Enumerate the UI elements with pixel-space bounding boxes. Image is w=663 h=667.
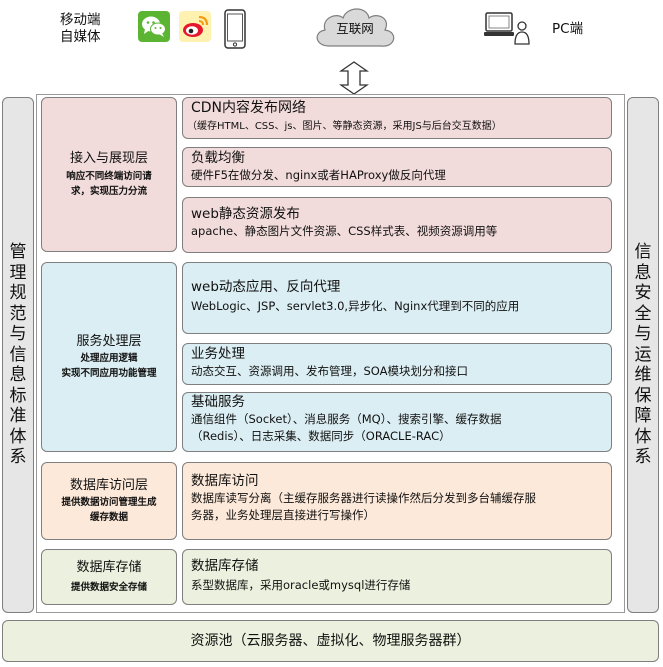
left-pillar-char: 息 bbox=[9, 365, 27, 386]
left-pillar-char: 信 bbox=[9, 344, 27, 365]
resource-pool-label: 资源池（云服务器、虚拟化、物理服务器群） bbox=[190, 632, 471, 649]
detail-title: CDN内容发布网络 bbox=[191, 100, 307, 116]
layer-desc: 提供数据访问管理生成 bbox=[61, 497, 157, 508]
left-pillar-char: 规 bbox=[9, 283, 27, 304]
layer-access-presentation: 接入与展现层 响应不同终端访问请 求，实现压力分流 bbox=[41, 97, 177, 252]
right-pillar-char: 运 bbox=[634, 344, 652, 365]
mobile-label: 移动端 自媒体 bbox=[60, 12, 120, 46]
right-pillar-char: 体 bbox=[634, 426, 652, 447]
layer-title: 数据库访问层 bbox=[69, 478, 148, 493]
left-pillar-char: 理 bbox=[9, 262, 27, 283]
right-pillar-char: 系 bbox=[634, 447, 652, 468]
left-pillar-char: 范 bbox=[9, 303, 27, 324]
header: 移动端 自媒体 bbox=[0, 0, 663, 60]
right-pillar-char: 障 bbox=[634, 406, 652, 427]
layer-desc: 缓存数据 bbox=[89, 512, 128, 523]
layer-title: 服务处理层 bbox=[76, 334, 142, 349]
layer-service-processing: 服务处理层 处理应用逻辑 实现不同应用功能管理 bbox=[41, 262, 177, 452]
detail-base-services: 基础服务 通信组件（Socket）、消息服务（MQ）、搜索引擎、缓存数据 （Re… bbox=[182, 392, 612, 452]
right-pillar-char: 保 bbox=[634, 385, 652, 406]
left-pillar-char: 准 bbox=[9, 406, 27, 427]
detail-title: 负载均衡 bbox=[191, 150, 245, 166]
right-pillar-security-ops: 信 息 安 全 与 运 维 保 障 体 系 bbox=[627, 97, 659, 613]
right-pillar-char: 息 bbox=[634, 262, 652, 283]
layer-database-storage: 数据库存储 提供数据安全存储 bbox=[41, 549, 177, 605]
wechat-icon bbox=[138, 11, 170, 42]
layer-desc: 求，实现压力分流 bbox=[70, 186, 147, 197]
layer-desc: 响应不同终端访问请 bbox=[66, 171, 152, 182]
right-pillar-char: 信 bbox=[634, 242, 652, 263]
center-frame bbox=[36, 94, 625, 613]
detail-desc: 务器，业务处理层直接进行写操作） bbox=[191, 508, 375, 522]
right-pillar-char: 安 bbox=[634, 283, 652, 304]
double-arrow-icon bbox=[338, 61, 370, 95]
detail-dynamic-app: web动态应用、反向代理 WebLogic、JSP、servlet3.0,异步化… bbox=[182, 262, 612, 334]
layer-title: 接入与展现层 bbox=[69, 151, 148, 166]
layer-desc: 提供数据安全存储 bbox=[70, 582, 147, 593]
mobile-label-line1: 移动端 bbox=[60, 12, 101, 28]
left-pillar-char: 体 bbox=[9, 426, 27, 447]
detail-title: web动态应用、反向代理 bbox=[191, 279, 341, 295]
left-pillar-char: 系 bbox=[9, 447, 27, 468]
left-pillar-management-standards: 管 理 规 范 与 信 息 标 准 体 系 bbox=[2, 97, 34, 613]
detail-static-resources: web静态资源发布 apache、静态图片文件资源、CSS样式表、视频资源调用等 bbox=[182, 197, 612, 253]
detail-desc: 动态交互、资源调用、发布管理，SOA模块划分和接口 bbox=[191, 364, 469, 378]
layer-desc: 实现不同应用功能管理 bbox=[61, 368, 157, 379]
detail-business-processing: 业务处理 动态交互、资源调用、发布管理，SOA模块划分和接口 bbox=[182, 343, 612, 385]
right-pillar-char: 全 bbox=[634, 303, 652, 324]
left-pillar-char: 标 bbox=[9, 385, 27, 406]
left-pillar-char: 与 bbox=[9, 324, 27, 345]
detail-title: 数据库存储 bbox=[191, 558, 259, 574]
right-pillar-char: 与 bbox=[634, 324, 652, 345]
detail-database-access: 数据库访问 数据库读写分离（主缓存服务器进行读操作然后分发到多台辅缓存服 务器，… bbox=[182, 462, 612, 540]
detail-load-balancing: 负载均衡 硬件F5在做分发、nginx或者HAProxy做反向代理 bbox=[182, 147, 612, 187]
left-pillar-char: 管 bbox=[9, 242, 27, 263]
detail-desc: apache、静态图片文件资源、CSS样式表、视频资源调用等 bbox=[191, 224, 498, 238]
detail-title: 基础服务 bbox=[191, 394, 245, 410]
mobile-label-line2: 自媒体 bbox=[60, 29, 101, 45]
layer-database-access: 数据库访问层 提供数据访问管理生成 缓存数据 bbox=[41, 462, 177, 540]
detail-desc: 通信组件（Socket）、消息服务（MQ）、搜索引擎、缓存数据 bbox=[191, 412, 502, 426]
detail-desc: WebLogic、JSP、servlet3.0,异步化、Nginx代理到不同的应… bbox=[191, 299, 520, 313]
detail-title: web静态资源发布 bbox=[191, 206, 300, 222]
right-pillar-char: 维 bbox=[634, 365, 652, 386]
detail-desc: （Redis）、日志采集、数据同步（ORACLE-RAC） bbox=[191, 429, 451, 443]
weibo-icon bbox=[179, 11, 211, 42]
detail-desc: 数据库读写分离（主缓存服务器进行读操作然后分发到多台辅缓存服 bbox=[191, 491, 536, 505]
detail-title: 业务处理 bbox=[191, 346, 245, 362]
layer-desc: 处理应用逻辑 bbox=[80, 353, 138, 364]
pc-label: PC端 bbox=[552, 21, 584, 37]
internet-label: 互联网 bbox=[336, 21, 374, 36]
detail-cdn: CDN内容发布网络 （缓存HTML、CSS、js、图片、等静态资源，采用JS与后… bbox=[182, 97, 612, 139]
detail-desc: 硬件F5在做分发、nginx或者HAProxy做反向代理 bbox=[191, 168, 446, 182]
detail-desc: 系型数据库，采用oracle或mysql进行存储 bbox=[191, 578, 411, 592]
smartphone-icon bbox=[224, 9, 246, 49]
layer-title: 数据库存储 bbox=[76, 560, 142, 575]
pc-user-icon bbox=[484, 10, 532, 46]
detail-desc: （缓存HTML、CSS、js、图片、等静态资源，采用JS与后台交互数据） bbox=[187, 121, 502, 132]
detail-database-storage: 数据库存储 系型数据库，采用oracle或mysql进行存储 bbox=[182, 549, 612, 605]
cloud-icon: 互联网 bbox=[309, 2, 401, 56]
resource-pool-bar: 资源池（云服务器、虚拟化、物理服务器群） bbox=[2, 620, 659, 662]
detail-title: 数据库访问 bbox=[191, 473, 259, 489]
